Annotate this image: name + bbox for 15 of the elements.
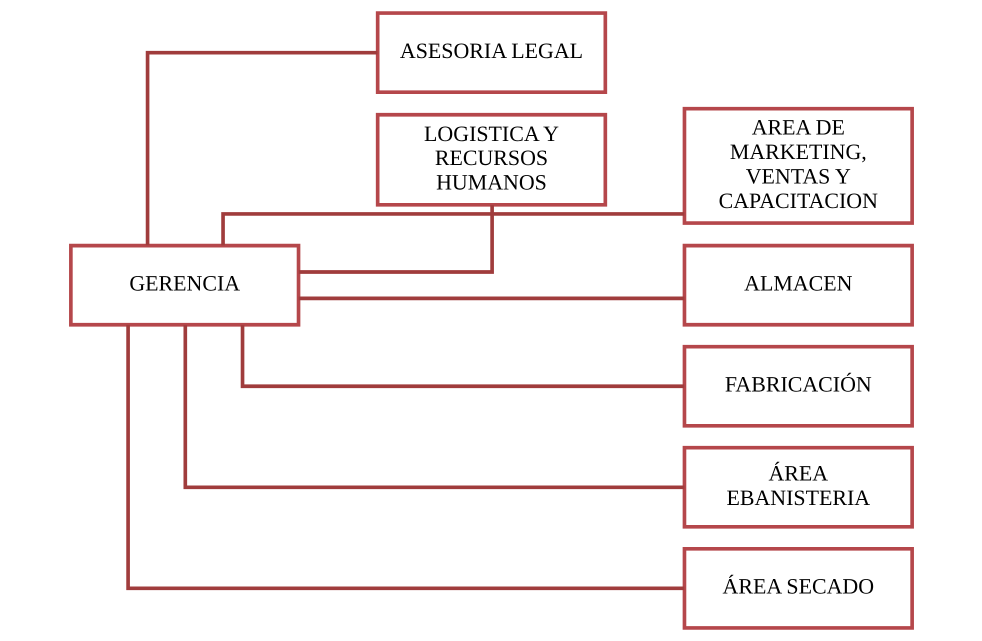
node-box: ÁREA EBANISTERIA: [682, 446, 914, 529]
node-box: FABRICACIÓN: [682, 344, 914, 428]
node-box: ALMACEN: [682, 244, 914, 327]
node-box: LOGISTICA Y RECURSOS HUMANOS: [375, 112, 607, 207]
node-box: ÁREA SECADO: [682, 546, 914, 630]
connector: [220, 212, 684, 246]
connector: [298, 296, 684, 300]
node-box: GERENCIA: [68, 244, 300, 327]
connector: [298, 205, 494, 274]
connector: [240, 325, 684, 388]
node-box: ASESORIA LEGAL: [375, 11, 607, 94]
connector: [126, 324, 684, 590]
connector: [182, 325, 684, 490]
connector: [145, 50, 377, 246]
node-box: AREA DE MARKETING, VENTAS Y CAPACITACION: [682, 106, 914, 225]
